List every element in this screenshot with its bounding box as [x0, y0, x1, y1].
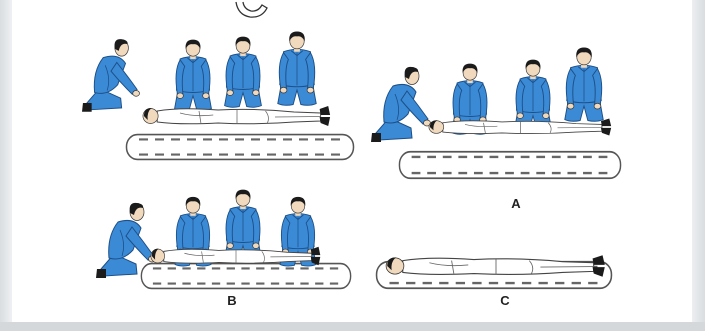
scene-label-b: B [227, 293, 236, 308]
scene-label-c: C [500, 293, 510, 308]
stretcher [399, 152, 620, 179]
stretcher [127, 135, 354, 160]
stretcher [141, 264, 350, 289]
scene-label-a: A [511, 196, 521, 211]
bottom-strip [0, 322, 705, 331]
